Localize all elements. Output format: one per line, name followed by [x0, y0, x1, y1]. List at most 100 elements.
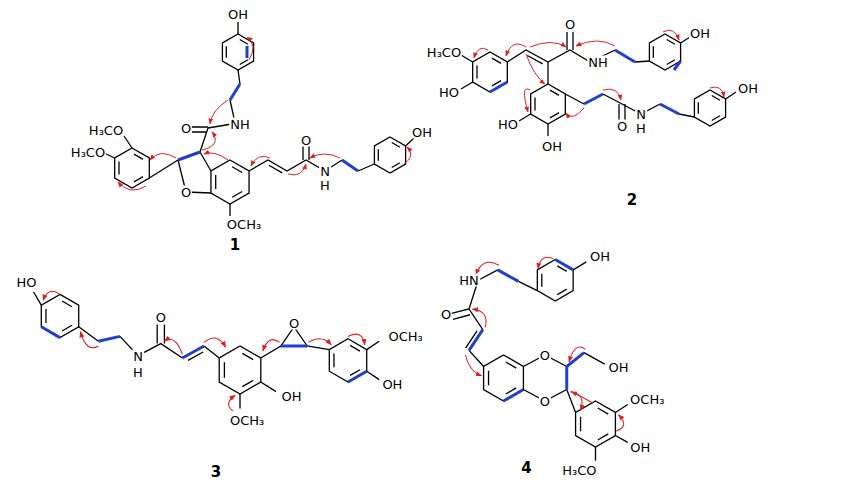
hmbc-arrow: [263, 340, 280, 351]
atom-label: O: [300, 134, 312, 147]
hmbc-arrow: [524, 89, 530, 112]
atom-label: OCH₃: [629, 392, 665, 405]
atom-label: O: [440, 307, 452, 320]
hmbc-arrow: [538, 257, 553, 268]
compound-3: [34, 291, 380, 410]
hmbc-arrow: [348, 334, 365, 345]
hmbc-arrow: [566, 108, 584, 117]
compound-number: 2: [626, 193, 638, 208]
atom-label: HO: [438, 86, 460, 99]
atom-label: H₃CO: [88, 124, 124, 137]
benzene-ring: [649, 34, 680, 70]
atom-label: OH: [629, 441, 651, 454]
benzene-ring: [219, 346, 261, 394]
atom-label: OH: [589, 250, 611, 263]
benzene-ring: [531, 84, 566, 124]
atom-label: O: [616, 120, 628, 133]
hmbc-arrow: [474, 48, 488, 58]
hmbc-arrow: [202, 132, 215, 150]
atom-label: OH: [541, 140, 563, 153]
cosy-bond: [490, 50, 681, 114]
atom-label: OH: [281, 390, 303, 403]
atom-label: O: [288, 317, 300, 330]
atom-label: H₃CO: [561, 464, 597, 477]
atom-label: O: [539, 349, 551, 362]
hmbc-arrow: [251, 156, 270, 166]
atom-label: OH: [607, 360, 629, 373]
atom-label: O: [155, 311, 167, 324]
hmbc-arrow: [710, 87, 724, 97]
benzene-ring: [374, 137, 405, 173]
atom-label: H₃CO: [70, 146, 106, 159]
hmbc-arrow: [576, 41, 615, 46]
hmbc-arrow: [569, 347, 585, 362]
hmbc-arrow: [204, 338, 226, 347]
atom-label: N: [319, 165, 331, 178]
hmbc-arrow: [43, 291, 60, 300]
hmbc-arrow: [80, 332, 98, 348]
cosy-bond: [469, 260, 584, 401]
cosy-bond: [41, 327, 366, 382]
atom-label: O: [180, 186, 192, 199]
hmbc-arrow: [288, 164, 306, 175]
atom-label: OH: [227, 8, 249, 21]
atom-label: H₃CO: [426, 46, 462, 59]
hmbc-arrow: [204, 153, 228, 160]
bond: [34, 292, 380, 408]
hmbc-arrow: [247, 37, 253, 60]
atom-label: N: [132, 349, 144, 362]
hmbc-arrow: [150, 153, 176, 160]
hmbc-arrow: [506, 44, 526, 56]
hmbc-arrow: [663, 30, 679, 40]
bond: [102, 22, 414, 216]
bond: [451, 262, 628, 461]
benzene-ring: [211, 160, 249, 204]
compound-number: 1: [229, 238, 241, 253]
atom-label: O: [539, 395, 551, 408]
atom-label: O: [180, 122, 192, 135]
atom-label: OCH₃: [229, 414, 265, 427]
hmbc-arrow: [526, 54, 545, 84]
hmbc-arrow: [616, 415, 624, 431]
atom-label: H: [635, 122, 647, 135]
bond: [461, 32, 736, 136]
compound-1: [102, 22, 414, 216]
atom-label: NH: [229, 118, 251, 131]
hmbc-arrow: [472, 309, 486, 327]
hmbc-arrow: [404, 147, 411, 164]
atom-label: HO: [15, 276, 37, 289]
atom-label: OCH₃: [387, 330, 423, 343]
benzene-ring: [115, 148, 150, 188]
atom-label: H: [132, 366, 144, 379]
atom-label: OH: [737, 82, 759, 95]
hmbc-arrow: [308, 339, 331, 345]
hmbc-arrow: [310, 154, 340, 158]
atom-label: HO: [497, 118, 519, 131]
hmbc-arrow: [118, 182, 146, 190]
benzene-ring: [222, 34, 253, 70]
compound-4: [451, 257, 628, 460]
hmbc-arrow: [466, 355, 482, 376]
atom-label: H: [319, 179, 331, 192]
atom-label: O: [564, 18, 576, 31]
atom-label: NH: [587, 56, 609, 69]
hmbc-arrow: [476, 262, 499, 274]
hmbc-arrow: [571, 392, 593, 404]
atom-label: OH: [411, 126, 433, 139]
compound-number: 4: [520, 460, 532, 475]
hmbc-arrow: [229, 395, 236, 411]
atom-label: OH: [689, 27, 711, 40]
hmbc-arrow: [210, 100, 228, 124]
compound-number: 3: [210, 465, 222, 480]
benzene-ring: [694, 90, 725, 126]
atom-label: OH: [381, 378, 403, 391]
atom-label: HN: [458, 274, 480, 287]
hmbc-arrow: [164, 339, 182, 354]
cosy-bond: [178, 46, 358, 171]
atom-label: N: [635, 108, 647, 121]
hmbc-arrow: [530, 43, 566, 48]
compound-2: [461, 30, 736, 136]
